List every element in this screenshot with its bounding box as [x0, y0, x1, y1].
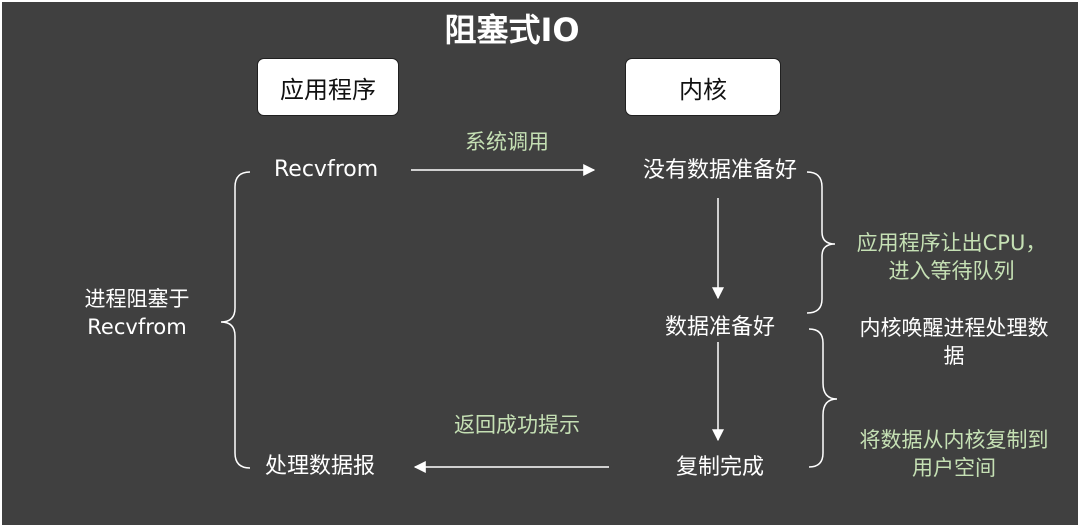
wake-note-line1: 内核唤醒进程处理数	[859, 316, 1049, 340]
data-ready-state: 数据准备好	[664, 315, 775, 340]
kernel-box-label: 内核	[679, 75, 727, 104]
app-box: 应用程序	[257, 58, 399, 116]
kernel-box: 内核	[625, 58, 781, 116]
blocked-note-line1: 进程阻塞于	[84, 287, 190, 311]
copy-done-state: 复制完成	[675, 455, 764, 480]
no-data-state: 没有数据准备好	[642, 158, 797, 183]
blocked-brace	[220, 171, 251, 469]
process-data-label: 处理数据报	[265, 454, 376, 479]
copy-note-line1: 将数据从内核复制到	[859, 428, 1049, 452]
blocked-note-line2: Recvfrom	[87, 315, 187, 339]
yield-note-line2: 进入等待队列	[888, 259, 1015, 283]
yield-note-line1: 应用程序让出CPU，	[856, 231, 1047, 255]
diagram-title: 阻塞式IO	[444, 11, 580, 49]
copy-note-line2: 用户空间	[912, 456, 996, 480]
return-ok-label: 返回成功提示	[454, 413, 580, 437]
app-box-label: 应用程序	[280, 75, 376, 104]
wake-note-line2: 据	[943, 344, 965, 368]
syscall-label: 系统调用	[465, 130, 549, 154]
recvfrom-label: Recvfrom	[274, 157, 379, 182]
no-data-brace	[806, 171, 836, 314]
data-ready-brace	[808, 328, 838, 468]
